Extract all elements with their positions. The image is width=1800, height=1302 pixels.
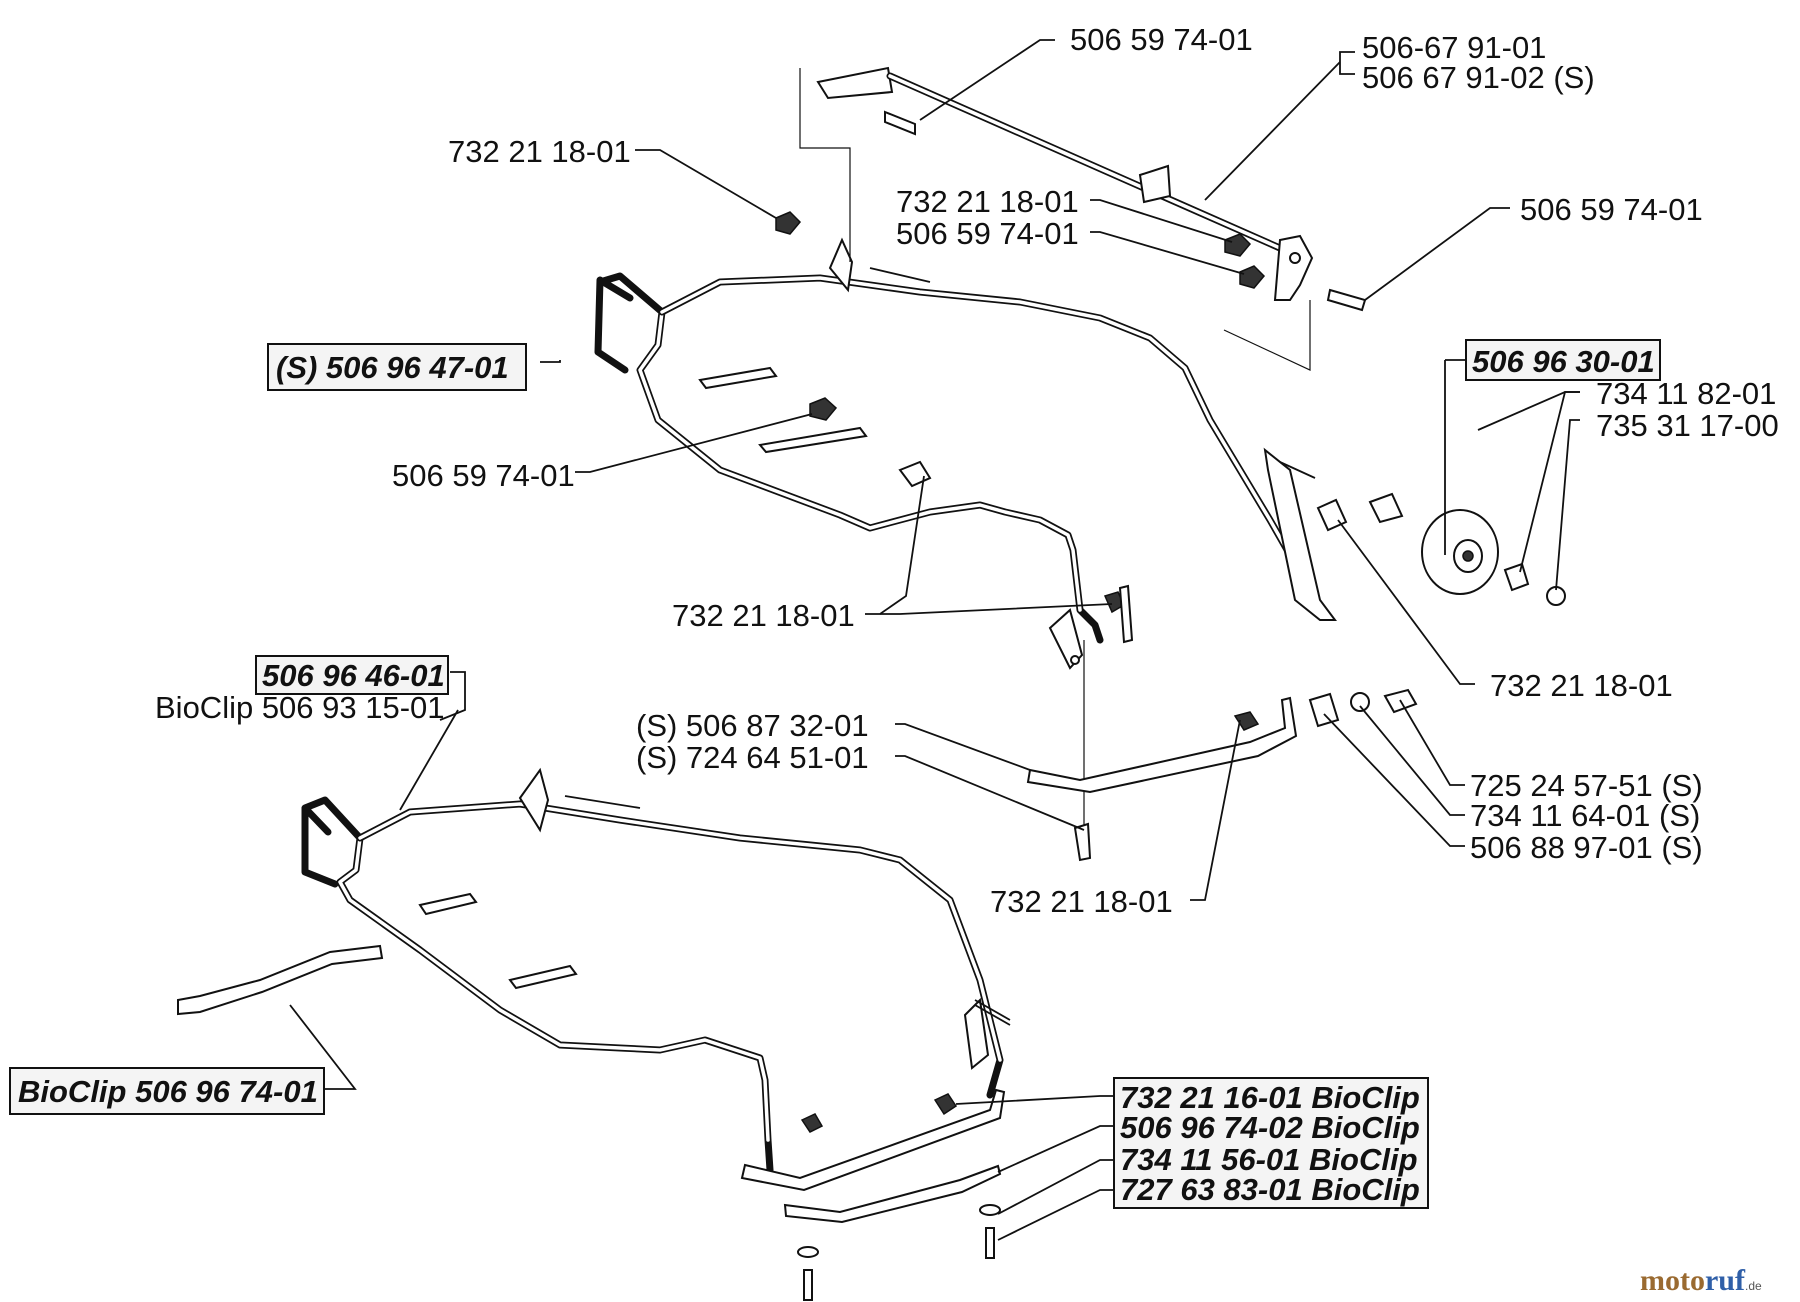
label-wheel-assy: 506 96 30-01 [1472,344,1655,379]
label-washer-s: 734 11 64-01 (S) [1470,798,1700,833]
label-bio-washer: 734 11 56-01 BioClip [1120,1142,1418,1177]
label-rod-a: 506-67 91-01 [1362,30,1546,65]
label-bolt-right: 506 59 74-01 [1520,192,1703,227]
label-rod-b: 506 67 91-02 (S) [1362,60,1595,95]
label-wheel-clip: 735 31 17-00 [1596,408,1779,443]
upper-hardware [775,110,1566,644]
label-frame-lower: 506 96 46-01 [262,658,445,693]
label-bolt-left: 506 59 74-01 [392,458,575,493]
label-nut-top-left: 732 21 18-01 [448,134,631,169]
label-frame-lower-bio: BioClip 506 93 15-01 [155,690,445,725]
label-screw-s: 725 24 57-51 (S) [1470,768,1703,803]
label-bio-plate: 506 96 74-02 BioClip [1120,1110,1420,1145]
box-wheel-assy [1465,339,1661,381]
watermark-logo: motoruf.de [1640,1264,1762,1297]
box-frame-lower [255,655,449,695]
label-spacer-right: 732 21 18-01 [1490,668,1673,703]
label-rod-bolt-top: 506 59 74-01 [1070,22,1253,57]
dashed-assembly-lines [799,68,1311,830]
box-bioclip-parts [1113,1077,1429,1209]
label-bracket-a: (S) 506 87 32-01 [636,708,869,743]
label-bioclip-strap: BioClip 506 96 74-01 [18,1074,318,1109]
label-nut-mid: 732 21 18-01 [896,184,1079,219]
bioclip-strap-part [177,944,384,1016]
watermark-part1: moto [1640,1264,1705,1297]
label-nut-lower: 732 21 18-01 [672,598,855,633]
label-bolt-mid: 506 59 74-01 [896,216,1079,251]
watermark-suffix: .de [1745,1279,1762,1293]
leader-lines [289,39,1580,1241]
label-bracket-b: (S) 724 64 51-01 [636,740,869,775]
label-nut-bottom: 732 21 18-01 [990,884,1173,919]
watermark-part2: ruf [1705,1264,1746,1297]
box-bioclip-strap [9,1067,325,1115]
bioclip-hardware [783,1093,1002,1301]
callout-labels: 506 59 74-01 506-67 91-01 506 67 91-02 (… [9,22,1779,1209]
lower-frame [301,767,1011,1192]
label-wheel-axle: 734 11 82-01 [1596,376,1776,411]
label-bio-nut: 732 21 16-01 BioClip [1120,1080,1420,1115]
label-spacer-s: 506 88 97-01 (S) [1470,830,1703,865]
label-frame-upper: (S) 506 96 47-01 [276,350,509,385]
label-bio-screw: 727 63 83-01 BioClip [1120,1172,1420,1207]
box-frame-upper [267,343,527,391]
upper-rod [816,66,1314,301]
s-bracket [1026,688,1418,862]
upper-frame [594,237,1337,670]
svg-text:motoruf.de: motoruf.de [1640,1264,1762,1297]
